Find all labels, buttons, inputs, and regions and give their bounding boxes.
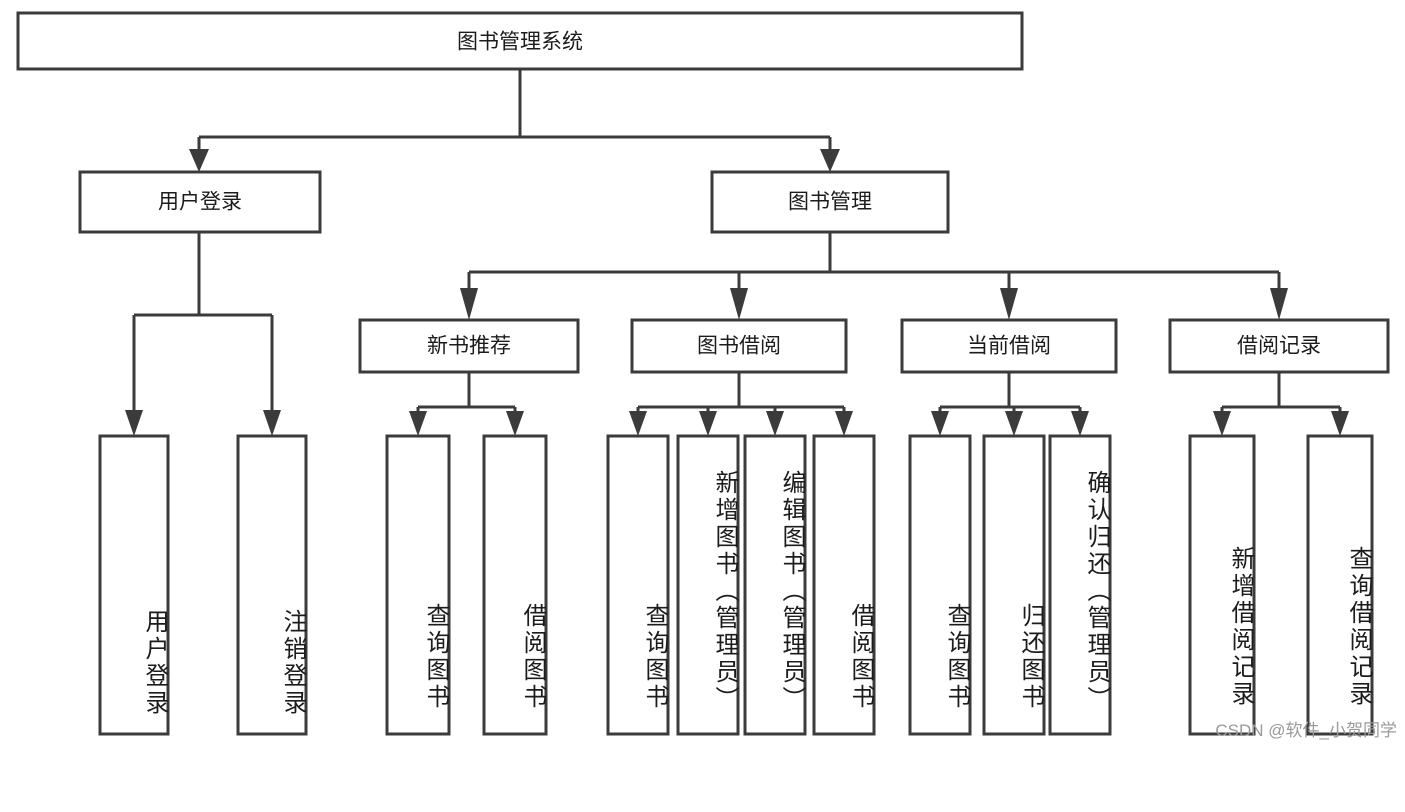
arrow-borrow-leaf-3 xyxy=(766,411,784,436)
arrow-userlogin-leaf-1 xyxy=(125,410,143,436)
leaf-box-layer xyxy=(98,434,1374,736)
arrow-bookmgmt-to-newbook xyxy=(460,288,478,320)
node-user-login-label: 用户登录 xyxy=(158,191,242,214)
leaf-box-return-book[interactable] xyxy=(982,434,1046,736)
leaf-box-add-book-admin[interactable] xyxy=(676,434,740,736)
leaf-box-logout-login[interactable] xyxy=(236,434,308,736)
leaf-box-borrow-book-new[interactable] xyxy=(482,434,548,736)
arrow-borrow-leaf-1 xyxy=(629,411,647,436)
node-borrow-record[interactable]: 借阅记录 xyxy=(1168,318,1390,374)
node-current-borrow-label: 当前借阅 xyxy=(967,335,1051,358)
arrow-record-leaf-2 xyxy=(1331,411,1349,436)
node-borrow-record-label: 借阅记录 xyxy=(1237,335,1321,358)
arrow-root-to-user-login xyxy=(189,149,209,172)
node-book-borrow-label: 图书借阅 xyxy=(697,335,781,358)
tree-diagram-svg: 图书管理系统 用户登录 图书管理 新书推荐 图书借阅 当前借阅 借阅记录 xyxy=(16,11,1390,736)
arrow-bookmgmt-to-record xyxy=(1270,288,1288,320)
node-book-management-box[interactable] xyxy=(710,170,950,234)
node-user-login[interactable]: 用户登录 xyxy=(78,170,322,234)
node-new-book-recommend-label: 新书推荐 xyxy=(427,335,511,358)
leaf-box-query-book-new[interactable] xyxy=(385,434,451,736)
leaf-box-add-borrow-record[interactable] xyxy=(1188,434,1256,736)
arrow-bookmgmt-to-current xyxy=(1000,288,1018,320)
leaf-box-user-login[interactable] xyxy=(98,434,170,736)
arrow-current-leaf-1 xyxy=(931,411,949,436)
arrow-record-leaf-1 xyxy=(1213,411,1231,436)
arrow-userlogin-leaf-2 xyxy=(263,410,281,436)
arrow-borrow-leaf-4 xyxy=(835,411,853,436)
arrow-current-leaf-2 xyxy=(1005,411,1023,436)
node-root-label: 图书管理系统 xyxy=(457,31,583,54)
node-current-borrow[interactable]: 当前借阅 xyxy=(900,318,1118,374)
node-book-borrow[interactable]: 图书借阅 xyxy=(630,318,848,374)
diagram-canvas-root: 图书管理系统 用户登录 图书管理 新书推荐 图书借阅 当前借阅 借阅记录 xyxy=(16,11,1397,740)
arrow-current-leaf-3 xyxy=(1071,411,1089,436)
arrow-newbook-leaf-1 xyxy=(409,411,427,436)
node-book-borrow-box[interactable] xyxy=(630,318,848,374)
arrow-root-to-book-mgmt xyxy=(820,149,840,172)
node-borrow-record-box[interactable] xyxy=(1168,318,1390,374)
leaf-box-query-book-borrow[interactable] xyxy=(606,434,670,736)
node-new-book-recommend-box[interactable] xyxy=(358,318,580,374)
node-current-borrow-box[interactable] xyxy=(900,318,1118,374)
arrow-newbook-leaf-2 xyxy=(506,411,524,436)
leaf-box-query-borrow-record[interactable] xyxy=(1306,434,1374,736)
watermark-label: CSDN @软件_小贺同学 xyxy=(1215,721,1397,740)
node-root[interactable]: 图书管理系统 xyxy=(16,11,1024,71)
node-book-management-label: 图书管理 xyxy=(788,191,872,214)
connector-layer xyxy=(125,69,1349,436)
leaf-box-confirm-return-admin[interactable] xyxy=(1048,434,1112,736)
leaf-box-edit-book-admin[interactable] xyxy=(743,434,807,736)
arrow-bookmgmt-to-borrow xyxy=(730,288,748,320)
node-user-login-box[interactable] xyxy=(78,170,322,234)
arrow-borrow-leaf-2 xyxy=(699,411,717,436)
node-root-box[interactable] xyxy=(16,11,1024,71)
node-new-book-recommend[interactable]: 新书推荐 xyxy=(358,318,580,374)
leaf-box-query-book-current[interactable] xyxy=(908,434,972,736)
leaf-box-borrow-book[interactable] xyxy=(812,434,876,736)
node-book-management[interactable]: 图书管理 xyxy=(710,170,950,234)
